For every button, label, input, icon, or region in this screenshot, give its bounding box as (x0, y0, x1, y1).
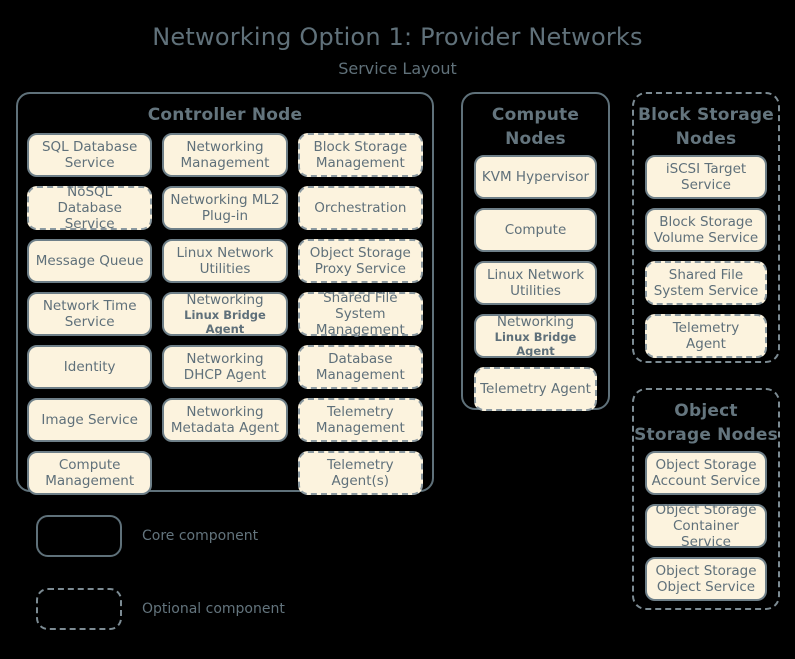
service-box-linux-network-utilities[interactable]: Linux Network Utilities (474, 261, 597, 305)
service-box-telemetry-management[interactable]: Telemetry Management (297, 398, 423, 442)
service-box-linux-network-utilities[interactable]: Linux Network Utilities (162, 239, 288, 283)
service-box-block-storage-volume-service[interactable]: Block Storage Volume Service (645, 208, 767, 252)
panel-object-storage-nodes: Object Storage Nodes Object Storage Acco… (632, 388, 780, 610)
box-label: Shared File System Service (653, 267, 759, 299)
box-label: Networking Metadata Agent (170, 404, 280, 436)
service-box-compute[interactable]: Compute (474, 208, 597, 252)
box-label: Network Time Service (42, 298, 137, 330)
service-box-orchestration[interactable]: Orchestration (297, 186, 423, 230)
service-box-networking-management[interactable]: Networking Management (162, 133, 288, 177)
box-label: Block Storage Management (313, 139, 408, 171)
box-label: Orchestration (314, 200, 407, 216)
box-label: Database Management (315, 351, 405, 383)
box-label: Networking Management (180, 139, 270, 171)
box-label: Telemetry Agent(s) (327, 457, 394, 489)
box-label: Compute Management (45, 457, 135, 489)
service-box-telemetry-agent[interactable]: Telemetry Agent (645, 314, 767, 358)
box-label: Compute (504, 222, 567, 238)
service-box-object-storage-container-service[interactable]: Object Storage Container Service (645, 502, 767, 550)
box-label: Message Queue (35, 253, 144, 269)
box-label: Linux Network Utilities (176, 245, 274, 277)
service-box-object-storage-proxy-service[interactable]: Object Storage Proxy Service (297, 239, 423, 283)
box-label: Networking DHCP Agent (183, 351, 267, 383)
service-box-networking-ml2-plug-in[interactable]: Networking ML2 Plug-in (162, 186, 288, 230)
service-box-sql-database-service[interactable]: SQL Database Service (27, 133, 153, 177)
box-label: SQL Database Service (41, 139, 138, 171)
box-label: iSCSI Target Service (665, 161, 747, 193)
panel-block-storage-nodes-title: Block Storage Nodes (638, 105, 774, 149)
legend-row-optional-component: Optional component (36, 586, 356, 632)
box-label: Networking ML2 Plug-in (170, 192, 280, 224)
panel-compute-nodes-title: Compute Nodes (491, 105, 580, 149)
box-label: Object Storage Container Service (655, 502, 757, 550)
box-label: Block Storage Volume Service (653, 214, 759, 246)
service-box-telemetry-agent[interactable]: Telemetry Agent (474, 367, 597, 411)
box-label: Networking (186, 292, 264, 308)
box-label: Object Storage Proxy Service (309, 245, 411, 277)
service-box-shared-file-system-service[interactable]: Shared File System Service (645, 261, 767, 305)
service-box-networking-dhcp-agent[interactable]: Networking DHCP Agent (162, 345, 288, 389)
box-label: Identity (63, 359, 116, 375)
box-label: NoSQL Database Service (57, 184, 122, 232)
service-box-networking-metadata-agent[interactable]: Networking Metadata Agent (162, 398, 288, 442)
service-box-iscsi-target-service[interactable]: iSCSI Target Service (645, 155, 767, 199)
service-box-compute-management[interactable]: Compute Management (27, 451, 153, 495)
box-sublabel: Linux Bridge Agent (184, 308, 266, 336)
service-box-database-management[interactable]: Database Management (297, 345, 423, 389)
service-box-object-storage-object-service[interactable]: Object Storage Object Service (645, 557, 767, 601)
panel-block-storage-nodes: Block Storage Nodes iSCSI Target Service… (632, 92, 780, 363)
box-label: Telemetry Agent (480, 381, 591, 397)
panel-controller-node-title: Controller Node (147, 105, 303, 125)
service-box-image-service[interactable]: Image Service (27, 398, 153, 442)
box-label: Networking (496, 314, 575, 330)
title-block: Networking Option 1: Provider Networks S… (0, 22, 795, 80)
service-box-message-queue[interactable]: Message Queue (27, 239, 153, 283)
box-label: Linux Network Utilities (486, 267, 585, 299)
legend-swatch-optional (36, 588, 122, 630)
service-box-identity[interactable]: Identity (27, 345, 153, 389)
service-box-nosql-database-service[interactable]: NoSQL Database Service (27, 184, 153, 232)
service-box-network-time-service[interactable]: Network Time Service (27, 292, 153, 336)
box-label: Object Storage Account Service (651, 457, 761, 489)
legend-label: Core component (142, 528, 259, 544)
box-sublabel: Linux Bridge Agent (494, 330, 577, 358)
box-label: Shared File System Management (315, 290, 405, 338)
service-box-telemetry-agent-s[interactable]: Telemetry Agent(s) (297, 451, 423, 495)
box-label: Telemetry Management (315, 404, 405, 436)
page-title: Networking Option 1: Provider Networks (152, 23, 643, 51)
service-box-block-storage-management[interactable]: Block Storage Management (297, 133, 423, 177)
box-label: Object Storage Object Service (655, 563, 757, 595)
service-box-shared-file-system-management[interactable]: Shared File System Management (297, 290, 423, 338)
box-label: KVM Hypervisor (481, 169, 590, 185)
box-label: Image Service (41, 412, 138, 428)
legend-row-core-component: Core component (36, 513, 356, 559)
box-label: Telemetry Agent (672, 320, 740, 352)
panel-object-storage-nodes-title: Object Storage Nodes (634, 401, 778, 445)
page-subtitle: Service Layout (338, 59, 457, 78)
legend-label: Optional component (142, 601, 285, 617)
box-spacer (162, 451, 287, 495)
service-box-object-storage-account-service[interactable]: Object Storage Account Service (645, 451, 767, 495)
legend-swatch-core (36, 515, 122, 557)
service-box-kvm-hypervisor[interactable]: KVM Hypervisor (474, 155, 597, 199)
